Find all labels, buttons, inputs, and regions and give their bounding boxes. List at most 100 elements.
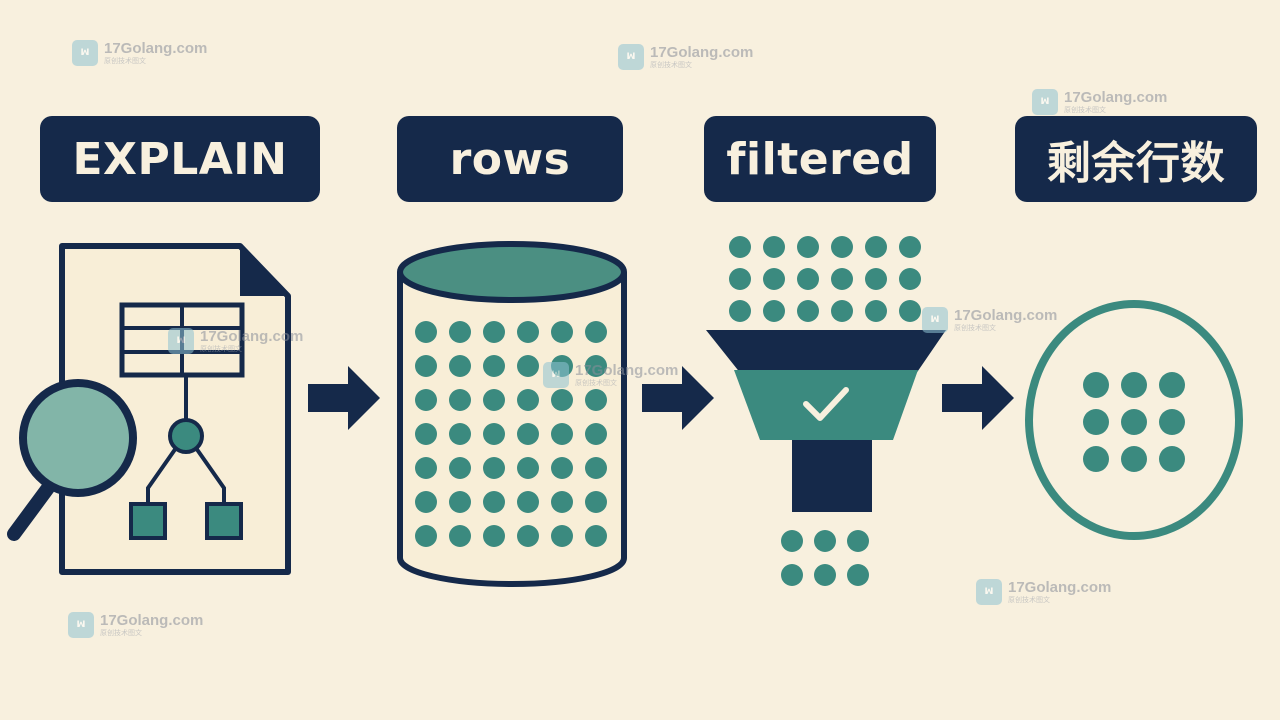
watermark-logo-icon: ꟽ [922, 307, 948, 333]
query-tree-icon [129, 375, 243, 540]
watermark-subtitle: 原创技术图文 [200, 345, 242, 353]
row-dot [831, 236, 853, 258]
remaining-row-dots [1083, 372, 1185, 472]
row-dot [483, 525, 505, 547]
row-dot [483, 355, 505, 377]
row-dot [729, 236, 751, 258]
watermark-site: 17Golang.com [100, 612, 204, 629]
stage-label-rows: rows [397, 116, 623, 202]
row-dot [483, 321, 505, 343]
watermark-logo-icon: ꟽ [543, 362, 569, 388]
stage-label-remaining: 剩余行数 [1015, 116, 1257, 202]
row-dot [483, 457, 505, 479]
row-dot [415, 355, 437, 377]
watermark-site: 17Golang.com [650, 44, 754, 61]
row-dot [729, 300, 751, 322]
row-dot [729, 268, 751, 290]
row-dot [1083, 409, 1109, 435]
watermark-subtitle: 原创技术图文 [104, 57, 146, 65]
row-dot [551, 491, 573, 513]
watermark-logo-icon: ꟽ [618, 44, 644, 70]
row-dots [415, 321, 607, 547]
check-icon [803, 387, 849, 421]
row-dot [449, 491, 471, 513]
row-dot [449, 355, 471, 377]
row-dot [899, 268, 921, 290]
watermark-subtitle: 原创技术图文 [100, 629, 142, 637]
row-dot [831, 268, 853, 290]
row-dot [415, 491, 437, 513]
watermark-subtitle: 原创技术图文 [650, 61, 692, 69]
row-dot [1159, 372, 1185, 398]
row-dot [585, 423, 607, 445]
row-dot [517, 457, 539, 479]
row-dot [585, 355, 607, 377]
row-dot [899, 236, 921, 258]
row-dot [865, 300, 887, 322]
row-dot [585, 457, 607, 479]
row-dot [847, 530, 869, 552]
row-dot [797, 300, 819, 322]
row-dot [517, 355, 539, 377]
row-dot [449, 525, 471, 547]
watermark-logo-icon: ꟽ [68, 612, 94, 638]
watermark-subtitle: 原创技术图文 [575, 379, 617, 387]
row-dot [797, 236, 819, 258]
row-dot [551, 389, 573, 411]
row-dot [899, 300, 921, 322]
row-dot [814, 564, 836, 586]
row-dot [551, 423, 573, 445]
row-dot [449, 321, 471, 343]
watermark-subtitle: 原创技术图文 [954, 324, 996, 332]
row-dot [585, 321, 607, 343]
arrow-right-icon [942, 366, 1014, 430]
row-dot [551, 321, 573, 343]
row-dot [763, 236, 785, 258]
magnifier-icon [7, 379, 137, 541]
watermark-subtitle: 原创技术图文 [1064, 106, 1106, 114]
row-dot [585, 525, 607, 547]
row-dot [517, 321, 539, 343]
row-dot [551, 525, 573, 547]
row-dot [449, 457, 471, 479]
row-dot [1159, 446, 1185, 472]
stage-label-filtered: filtered [704, 116, 936, 202]
incoming-row-dots [729, 236, 921, 322]
watermark-site: 17Golang.com [200, 328, 304, 345]
row-dot [1121, 409, 1147, 435]
watermark-subtitle: 原创技术图文 [1008, 596, 1050, 604]
row-dot [1083, 446, 1109, 472]
outgoing-row-dots [781, 530, 869, 586]
watermark-logo-icon: ꟽ [976, 579, 1002, 605]
watermark-site: 17Golang.com [575, 362, 679, 379]
watermark-logo-icon: ꟽ [168, 328, 194, 354]
row-dot [449, 423, 471, 445]
row-dot [415, 389, 437, 411]
row-dot [1121, 446, 1147, 472]
row-dot [781, 564, 803, 586]
row-dot [415, 457, 437, 479]
row-dot [847, 564, 869, 586]
row-dot [517, 491, 539, 513]
row-dot [449, 389, 471, 411]
row-dot [797, 268, 819, 290]
row-dot [814, 530, 836, 552]
row-dot [517, 525, 539, 547]
row-dot [763, 300, 785, 322]
arrow-right-icon [642, 366, 714, 430]
database-cylinder-icon [397, 241, 627, 587]
watermark-site: 17Golang.com [954, 307, 1058, 324]
row-dot [1159, 409, 1185, 435]
row-dot [1083, 372, 1109, 398]
watermark-site: 17Golang.com [1008, 579, 1112, 596]
row-dot [483, 389, 505, 411]
